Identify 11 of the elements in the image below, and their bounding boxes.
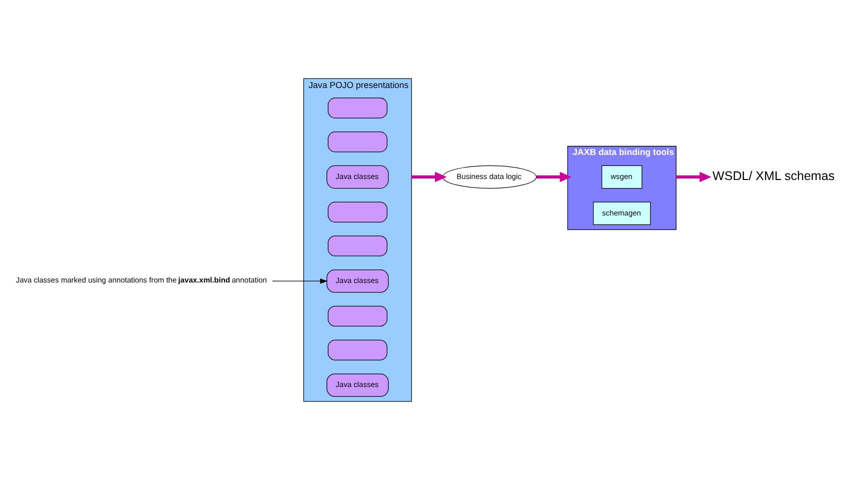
node-box — [328, 340, 388, 360]
arrow — [412, 172, 447, 182]
node-text: WSDL/ XML schemas — [712, 169, 835, 184]
arrow — [676, 172, 712, 182]
arrow — [272, 278, 328, 284]
arrow — [536, 172, 572, 182]
node-box — [328, 236, 388, 256]
node-box — [328, 98, 388, 118]
node-box — [328, 202, 388, 222]
node-box — [328, 132, 388, 152]
node-box — [328, 306, 388, 327]
